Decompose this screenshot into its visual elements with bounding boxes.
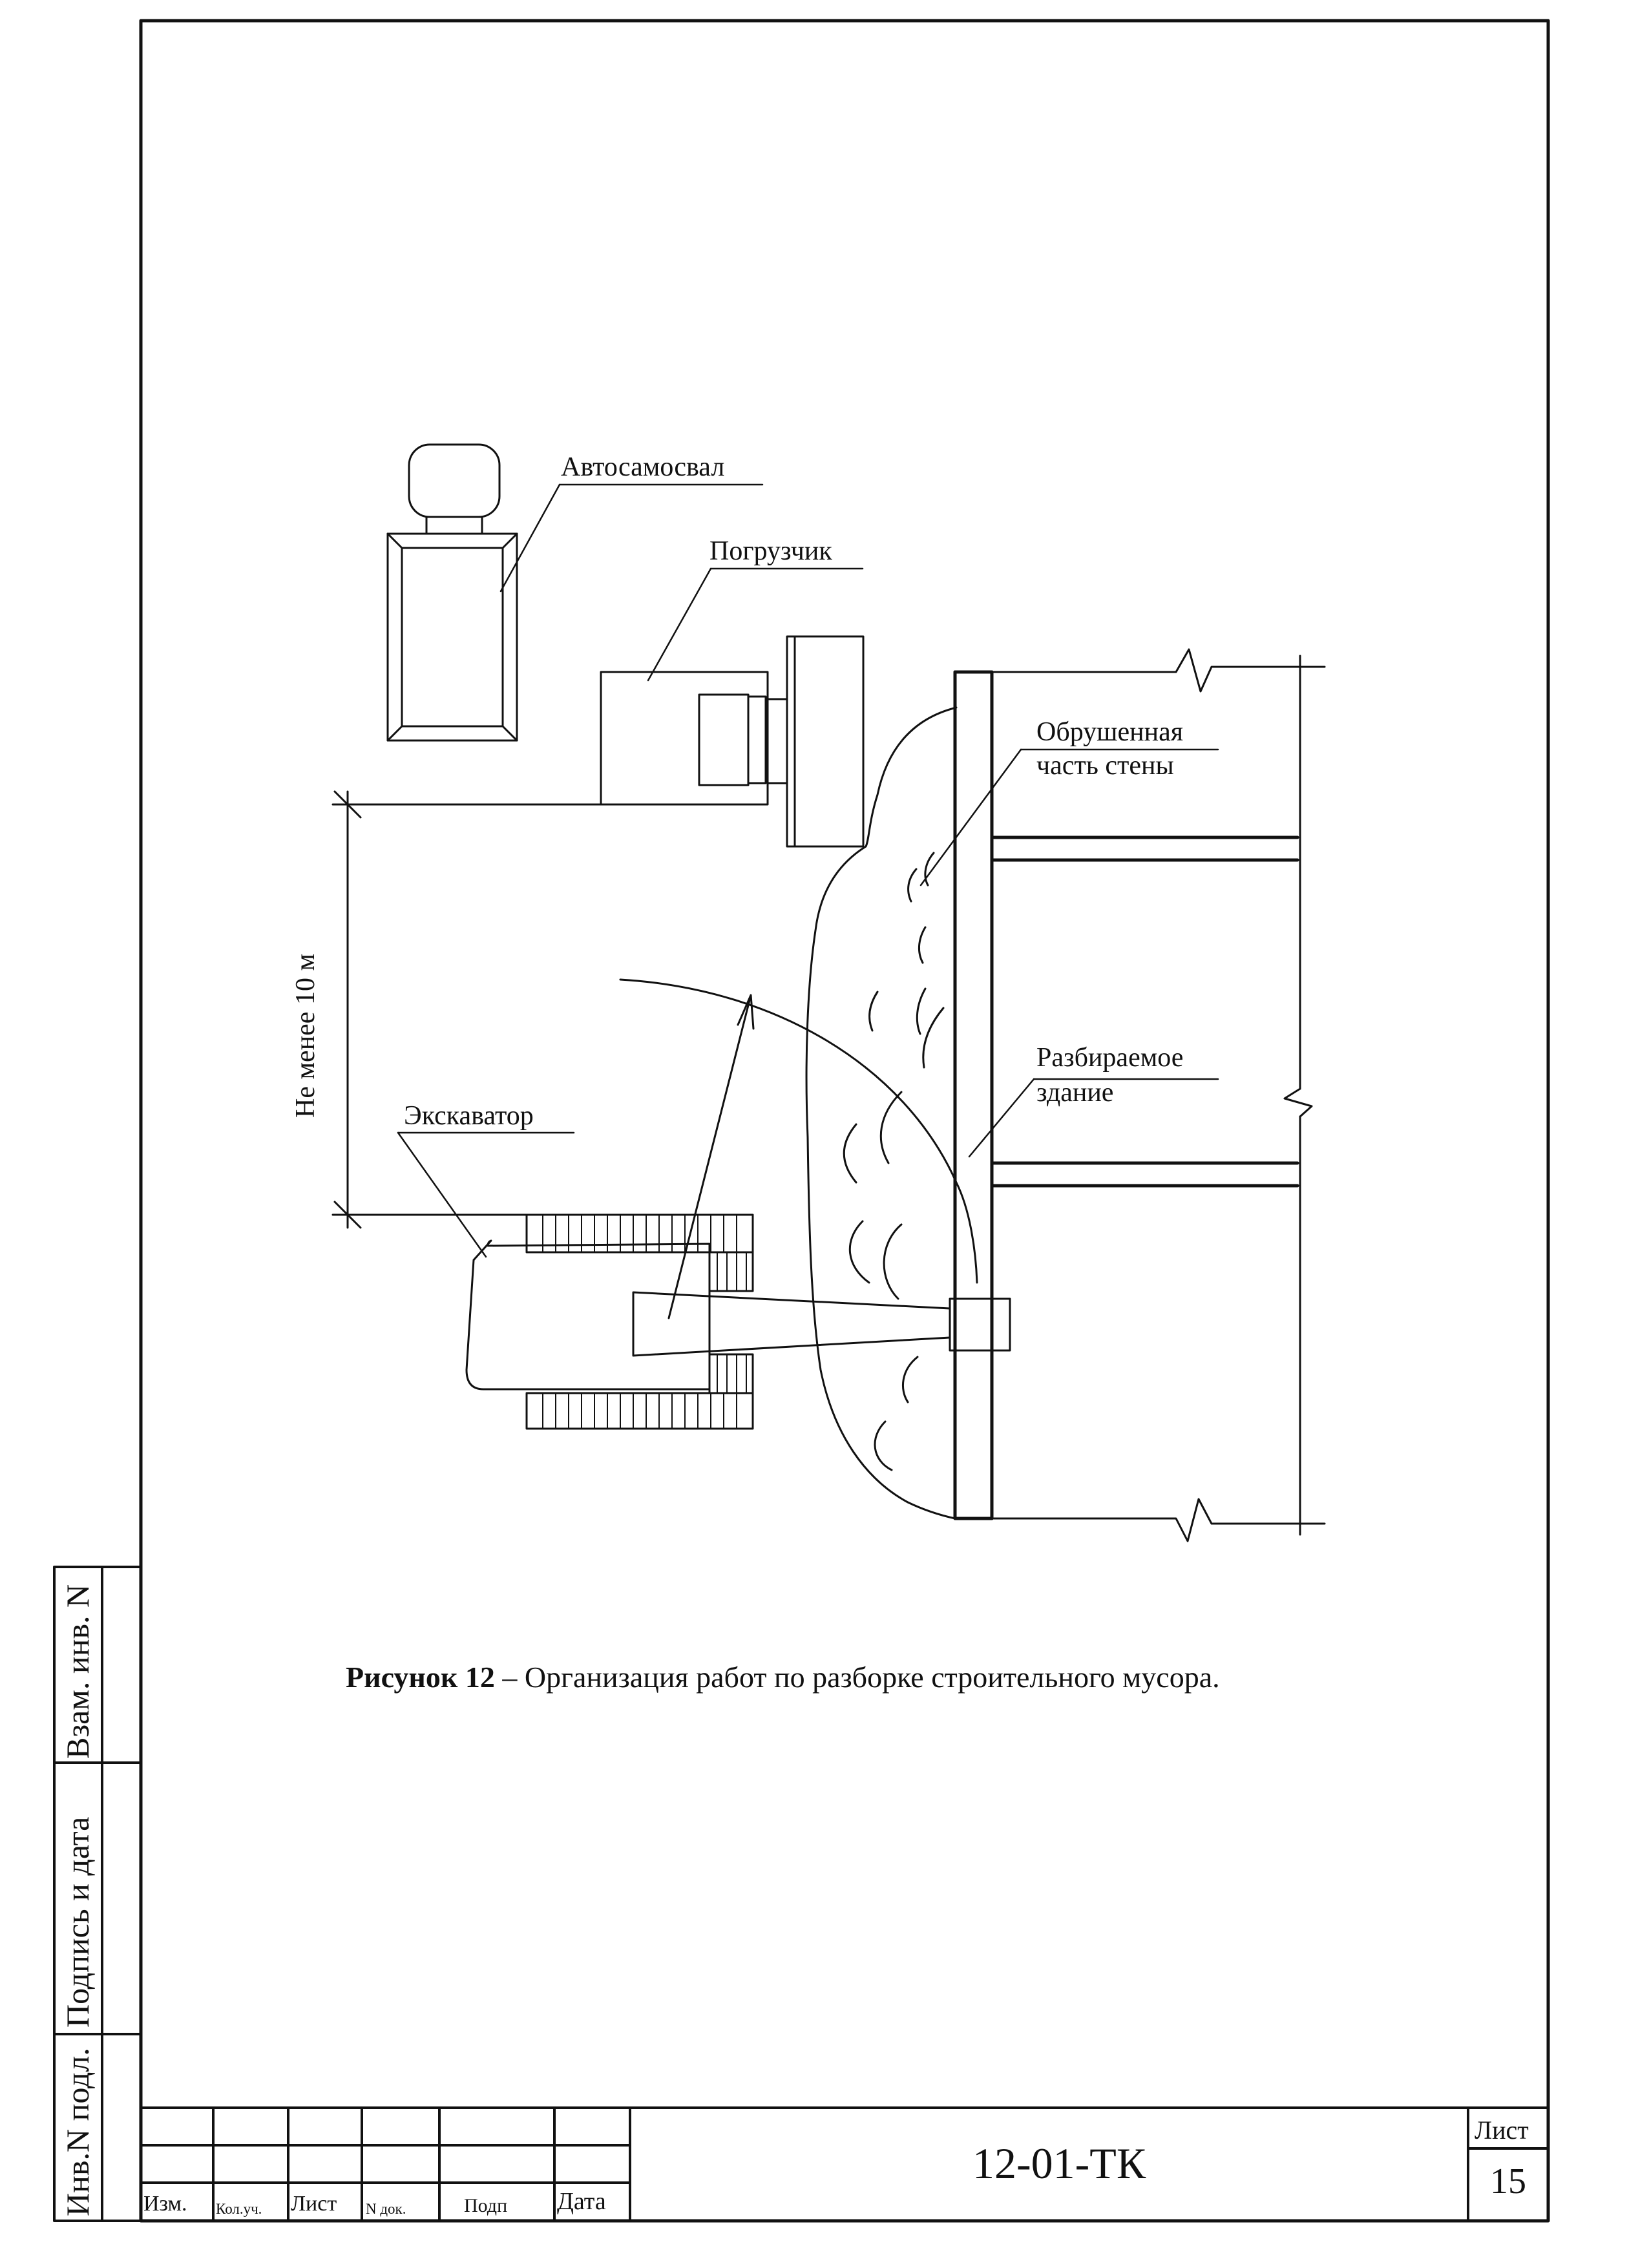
title-block-n-dok: N док. bbox=[366, 2201, 406, 2217]
side-stamp-signature-date: Подпись и дата bbox=[59, 1816, 96, 2028]
label-collapsed-wall-line1: Обрушенная bbox=[1036, 717, 1184, 747]
label-building-line2: здание bbox=[1036, 1078, 1114, 1108]
title-block-data: Дата bbox=[557, 2188, 606, 2215]
label-dump-truck: Автосамосвал bbox=[561, 452, 725, 482]
sheet-label: Лист bbox=[1475, 2116, 1529, 2145]
figure-caption-separator: – bbox=[494, 1661, 525, 1694]
figure-caption-number: Рисунок 12 bbox=[346, 1661, 495, 1694]
dump-truck bbox=[386, 443, 518, 742]
side-stamp-frame bbox=[53, 1566, 142, 2222]
side-stamp-replaced-inv: Взам. инв. N bbox=[59, 1584, 96, 1759]
figure-caption-text: Организация работ по разборке строительн… bbox=[524, 1661, 1220, 1694]
label-building-line1: Разбираемое bbox=[1036, 1043, 1184, 1073]
excavator bbox=[465, 1213, 1011, 1430]
building bbox=[953, 648, 1326, 1542]
sheet-number: 15 bbox=[1490, 2161, 1526, 2201]
title-block-izm: Изм. bbox=[143, 2192, 187, 2216]
figure-caption: Рисунок 12 – Организация работ по разбор… bbox=[346, 1661, 1220, 1694]
document-code: 12-01-ТК bbox=[972, 2139, 1146, 2188]
distance-dimension bbox=[331, 790, 602, 1229]
title-block-podp: Подп bbox=[464, 2195, 508, 2216]
title-block-list: Лист bbox=[291, 2192, 337, 2216]
swing-radius bbox=[619, 978, 978, 1319]
debris-pile bbox=[805, 706, 958, 1520]
sheet-frame bbox=[139, 19, 1550, 2223]
title-block-grid bbox=[140, 2106, 1549, 2222]
title-block-kol-uch: Кол.уч. bbox=[216, 2201, 262, 2217]
label-excavator: Экскаватор bbox=[404, 1101, 534, 1131]
leader-lines bbox=[397, 483, 1219, 1258]
label-collapsed-wall-line2: часть стены bbox=[1036, 751, 1174, 781]
label-distance: Не менее 10 м bbox=[291, 953, 320, 1118]
side-stamp-inv-original: Инв.N подл. bbox=[59, 2048, 96, 2216]
label-loader: Погрузчик bbox=[709, 536, 832, 566]
loader bbox=[600, 635, 865, 848]
